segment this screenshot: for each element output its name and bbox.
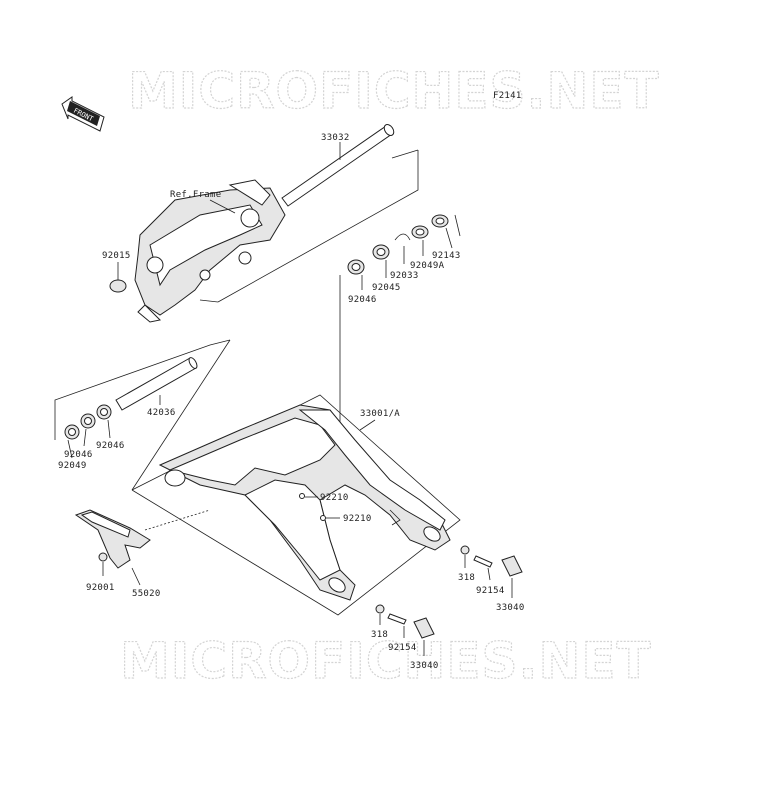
bolt-92001 (98, 552, 108, 562)
watermark-top: MICROFICHES.NET (128, 62, 660, 120)
sleeve-box-line (54, 339, 231, 440)
leader-33001A (359, 419, 376, 431)
axle-slot-right (423, 526, 441, 542)
front-arrow-icon: FRONT (61, 96, 105, 132)
leader-92046-right (107, 419, 111, 439)
ring-92049A-bore (415, 228, 425, 236)
label-55020: 55020 (132, 589, 161, 599)
nut-318-right (460, 545, 470, 555)
leader-92143 (445, 227, 453, 249)
swingarm-pivot-boss (164, 469, 186, 487)
bearing-92046-left-bore (84, 417, 92, 425)
label-92210-a: 92210 (320, 493, 349, 503)
leader-92046-left (83, 428, 87, 447)
label-318-left: 318 (371, 630, 388, 640)
adjuster-33040-left (413, 617, 435, 639)
bolt-92154-right (473, 555, 493, 568)
frame-foot (137, 304, 162, 323)
label-42036: 42036 (147, 408, 176, 418)
adjuster-33040-right (501, 555, 523, 577)
chain-guard-55020: 55020 92001 (74, 509, 211, 599)
label-92046-left: 92046 (64, 450, 93, 460)
swingarm-detail (389, 509, 401, 526)
nut-318-left (375, 604, 385, 614)
watermark-bottom: MICROFICHES.NET (120, 632, 652, 690)
label-92046-top: 92046 (348, 295, 377, 305)
stack-box-line (454, 214, 461, 237)
ref-frame-label: Ref.Frame (170, 190, 221, 200)
bearing-92046-right-bore (100, 408, 108, 416)
leader-92049 (67, 439, 73, 459)
guard-fit-line (144, 509, 211, 531)
label-92045: 92045 (372, 283, 401, 293)
label-33001A: 33001/A (360, 409, 400, 419)
label-33040-left: 33040 (410, 661, 439, 671)
swingarm-lower-arm (244, 479, 341, 581)
figure-code: F2141 (493, 91, 522, 101)
label-318-right: 318 (458, 573, 475, 583)
chain-guard (74, 509, 151, 569)
label-92046-right: 92046 (96, 441, 125, 451)
seal-92143-bore (435, 217, 445, 225)
fitting-92210-b (320, 515, 326, 521)
frame-pivot-hole (240, 208, 260, 228)
frame-box-line (217, 150, 419, 303)
label-92001: 92001 (86, 583, 115, 593)
left-pivot-parts: 42036 92046 92046 92049 (54, 339, 231, 491)
label-92015: 92015 (102, 251, 131, 261)
frame-mount-hole (199, 269, 211, 281)
label-92143: 92143 (432, 251, 461, 261)
swingarm-right-arm (298, 409, 446, 531)
ref-frame-leader (209, 199, 236, 214)
sleeve-42036 (115, 357, 197, 411)
frame-box-edge (391, 149, 419, 159)
fitting-92210-a (299, 493, 305, 499)
leader-92154-right (487, 567, 491, 581)
frame-lug (228, 179, 271, 206)
sleeve-box-diag (131, 339, 231, 491)
label-33040-right: 33040 (496, 603, 525, 613)
swingarm-33001A: 92210 92210 33001/A (131, 394, 461, 616)
axle-slot-left (328, 577, 346, 593)
frame-box-edge (199, 299, 219, 303)
label-92154-left: 92154 (388, 643, 417, 653)
bearing-92045-bore (376, 248, 386, 256)
frame-pivot-hole (146, 256, 164, 274)
label-92049A: 92049A (410, 261, 445, 271)
shaft-end (383, 124, 395, 136)
label-92210-b: 92210 (343, 514, 372, 524)
seal-92049-bore (68, 428, 76, 436)
pivot-shaft-33032: 33032 (281, 124, 395, 207)
label-92033: 92033 (390, 271, 419, 281)
label-92154-right: 92154 (476, 586, 505, 596)
bearing-92046-top-bore (351, 263, 361, 271)
label-33032: 33032 (321, 133, 350, 143)
swingarm-upper-face (168, 417, 336, 486)
left-adjuster-set: 318 92154 33040 (371, 604, 439, 671)
label-92049: 92049 (58, 461, 87, 471)
leader-55020 (131, 567, 141, 586)
sleeve-end (188, 357, 198, 369)
bolt-92154-left (387, 613, 407, 625)
frame-pivot-section: Ref.Frame 92015 (102, 149, 419, 323)
right-adjuster-set: 318 92154 33040 (458, 545, 525, 613)
chain-guard-face (80, 511, 131, 538)
circlip-92033 (394, 233, 411, 241)
collar-92015 (109, 279, 127, 293)
frame-plate (149, 204, 263, 287)
frame-mount-hole (238, 251, 252, 265)
